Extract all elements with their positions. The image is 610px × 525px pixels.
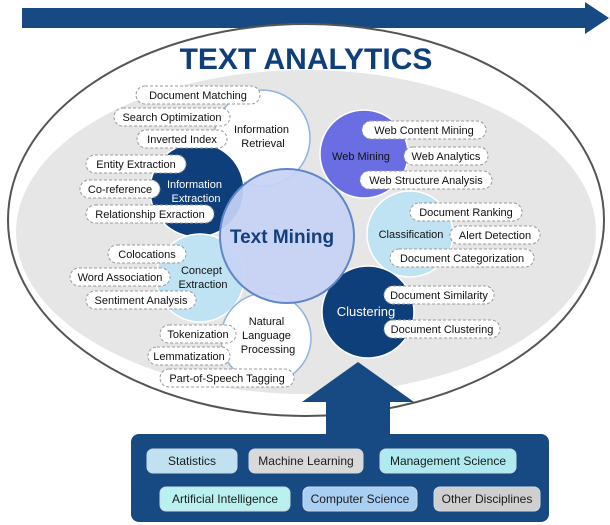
info-extraction-label: Information Extraction (167, 179, 225, 205)
svg-text:Statistics: Statistics (168, 454, 216, 468)
svg-text:Document Similarity: Document Similarity (390, 290, 488, 302)
discipline-management-science: Management Science (379, 448, 517, 474)
svg-text:Document Ranking: Document Ranking (419, 207, 513, 219)
svg-text:Inverted Index: Inverted Index (147, 134, 217, 146)
svg-text:Lemmatization: Lemmatization (153, 351, 225, 363)
discipline-artificial-intelligence: Artificial Intelligence (159, 486, 291, 512)
classification-label: Classification (379, 229, 444, 241)
svg-text:Colocations: Colocations (118, 249, 176, 261)
item-pill: Web Content Mining (361, 120, 487, 140)
item-pill: Inverted Index (136, 129, 228, 149)
item-pill: Document Clustering (383, 319, 501, 339)
svg-text:Tokenization: Tokenization (167, 329, 228, 341)
item-pill: Part-of-Speech Tagging (159, 368, 295, 388)
svg-text:Computer Science: Computer Science (311, 492, 410, 506)
discipline-other: Other Disciplines (433, 486, 541, 512)
item-pill: Colocations (107, 244, 187, 264)
text-mining-circle (219, 168, 355, 304)
item-pill: Search Optimization (113, 107, 231, 127)
svg-text:Search Optimization: Search Optimization (122, 112, 221, 124)
item-pill: Alert Detection (449, 225, 541, 245)
item-pill: Document Ranking (409, 202, 523, 222)
svg-text:Machine Learning: Machine Learning (258, 454, 353, 468)
svg-text:Document Matching: Document Matching (149, 90, 247, 102)
svg-text:Artificial Intelligence: Artificial Intelligence (172, 492, 278, 506)
page-title: TEXT ANALYTICS (180, 43, 433, 76)
svg-text:Document Clustering: Document Clustering (391, 324, 494, 336)
svg-text:Web Structure Analysis: Web Structure Analysis (369, 175, 483, 187)
svg-text:Word Association: Word Association (78, 272, 163, 284)
svg-text:Entity Extraction: Entity Extraction (96, 159, 175, 171)
item-pill: Lemmatization (147, 346, 231, 366)
svg-text:Alert Detection: Alert Detection (459, 230, 531, 242)
item-pill: Co-reference (79, 179, 161, 199)
concept-extraction-label: Concept Extraction (179, 265, 228, 291)
item-pill: Sentiment Analysis (85, 290, 197, 310)
svg-text:Web Content Mining: Web Content Mining (374, 125, 473, 137)
item-pill: Tokenization (159, 324, 237, 344)
item-pill: Word Association (69, 267, 171, 287)
web-mining-label: Web Mining (332, 151, 390, 163)
item-pill: Entity Extraction (85, 154, 187, 174)
item-pill: Relationship Exraction (85, 204, 215, 224)
svg-text:Sentiment Analysis: Sentiment Analysis (95, 295, 188, 307)
item-pill: Web Analytics (403, 146, 489, 166)
item-pill: Document Similarity (383, 285, 495, 305)
nlp-label: Natural Language Processing (241, 316, 295, 356)
top-arrow (22, 2, 609, 34)
up-arrow (302, 362, 414, 440)
item-pill: Document Categorization (389, 248, 535, 268)
discipline-computer-science: Computer Science (302, 486, 418, 512)
item-pill: Web Structure Analysis (359, 170, 493, 190)
svg-text:Other Disciplines: Other Disciplines (442, 492, 533, 506)
clustering-label: Clustering (337, 304, 396, 319)
text-mining-label: Text Mining (230, 227, 334, 248)
svg-text:Web Analytics: Web Analytics (412, 151, 481, 163)
discipline-machine-learning: Machine Learning (248, 448, 364, 474)
svg-text:Co-reference: Co-reference (88, 184, 152, 196)
item-pill: Document Matching (135, 85, 261, 105)
svg-text:Document Categorization: Document Categorization (400, 253, 524, 265)
info-retrieval-label: Information Retrieval (234, 124, 292, 150)
svg-text:Part-of-Speech Tagging: Part-of-Speech Tagging (169, 373, 284, 385)
discipline-statistics: Statistics (146, 448, 238, 474)
svg-text:Management Science: Management Science (390, 454, 506, 468)
svg-text:Relationship Exraction: Relationship Exraction (95, 209, 204, 221)
